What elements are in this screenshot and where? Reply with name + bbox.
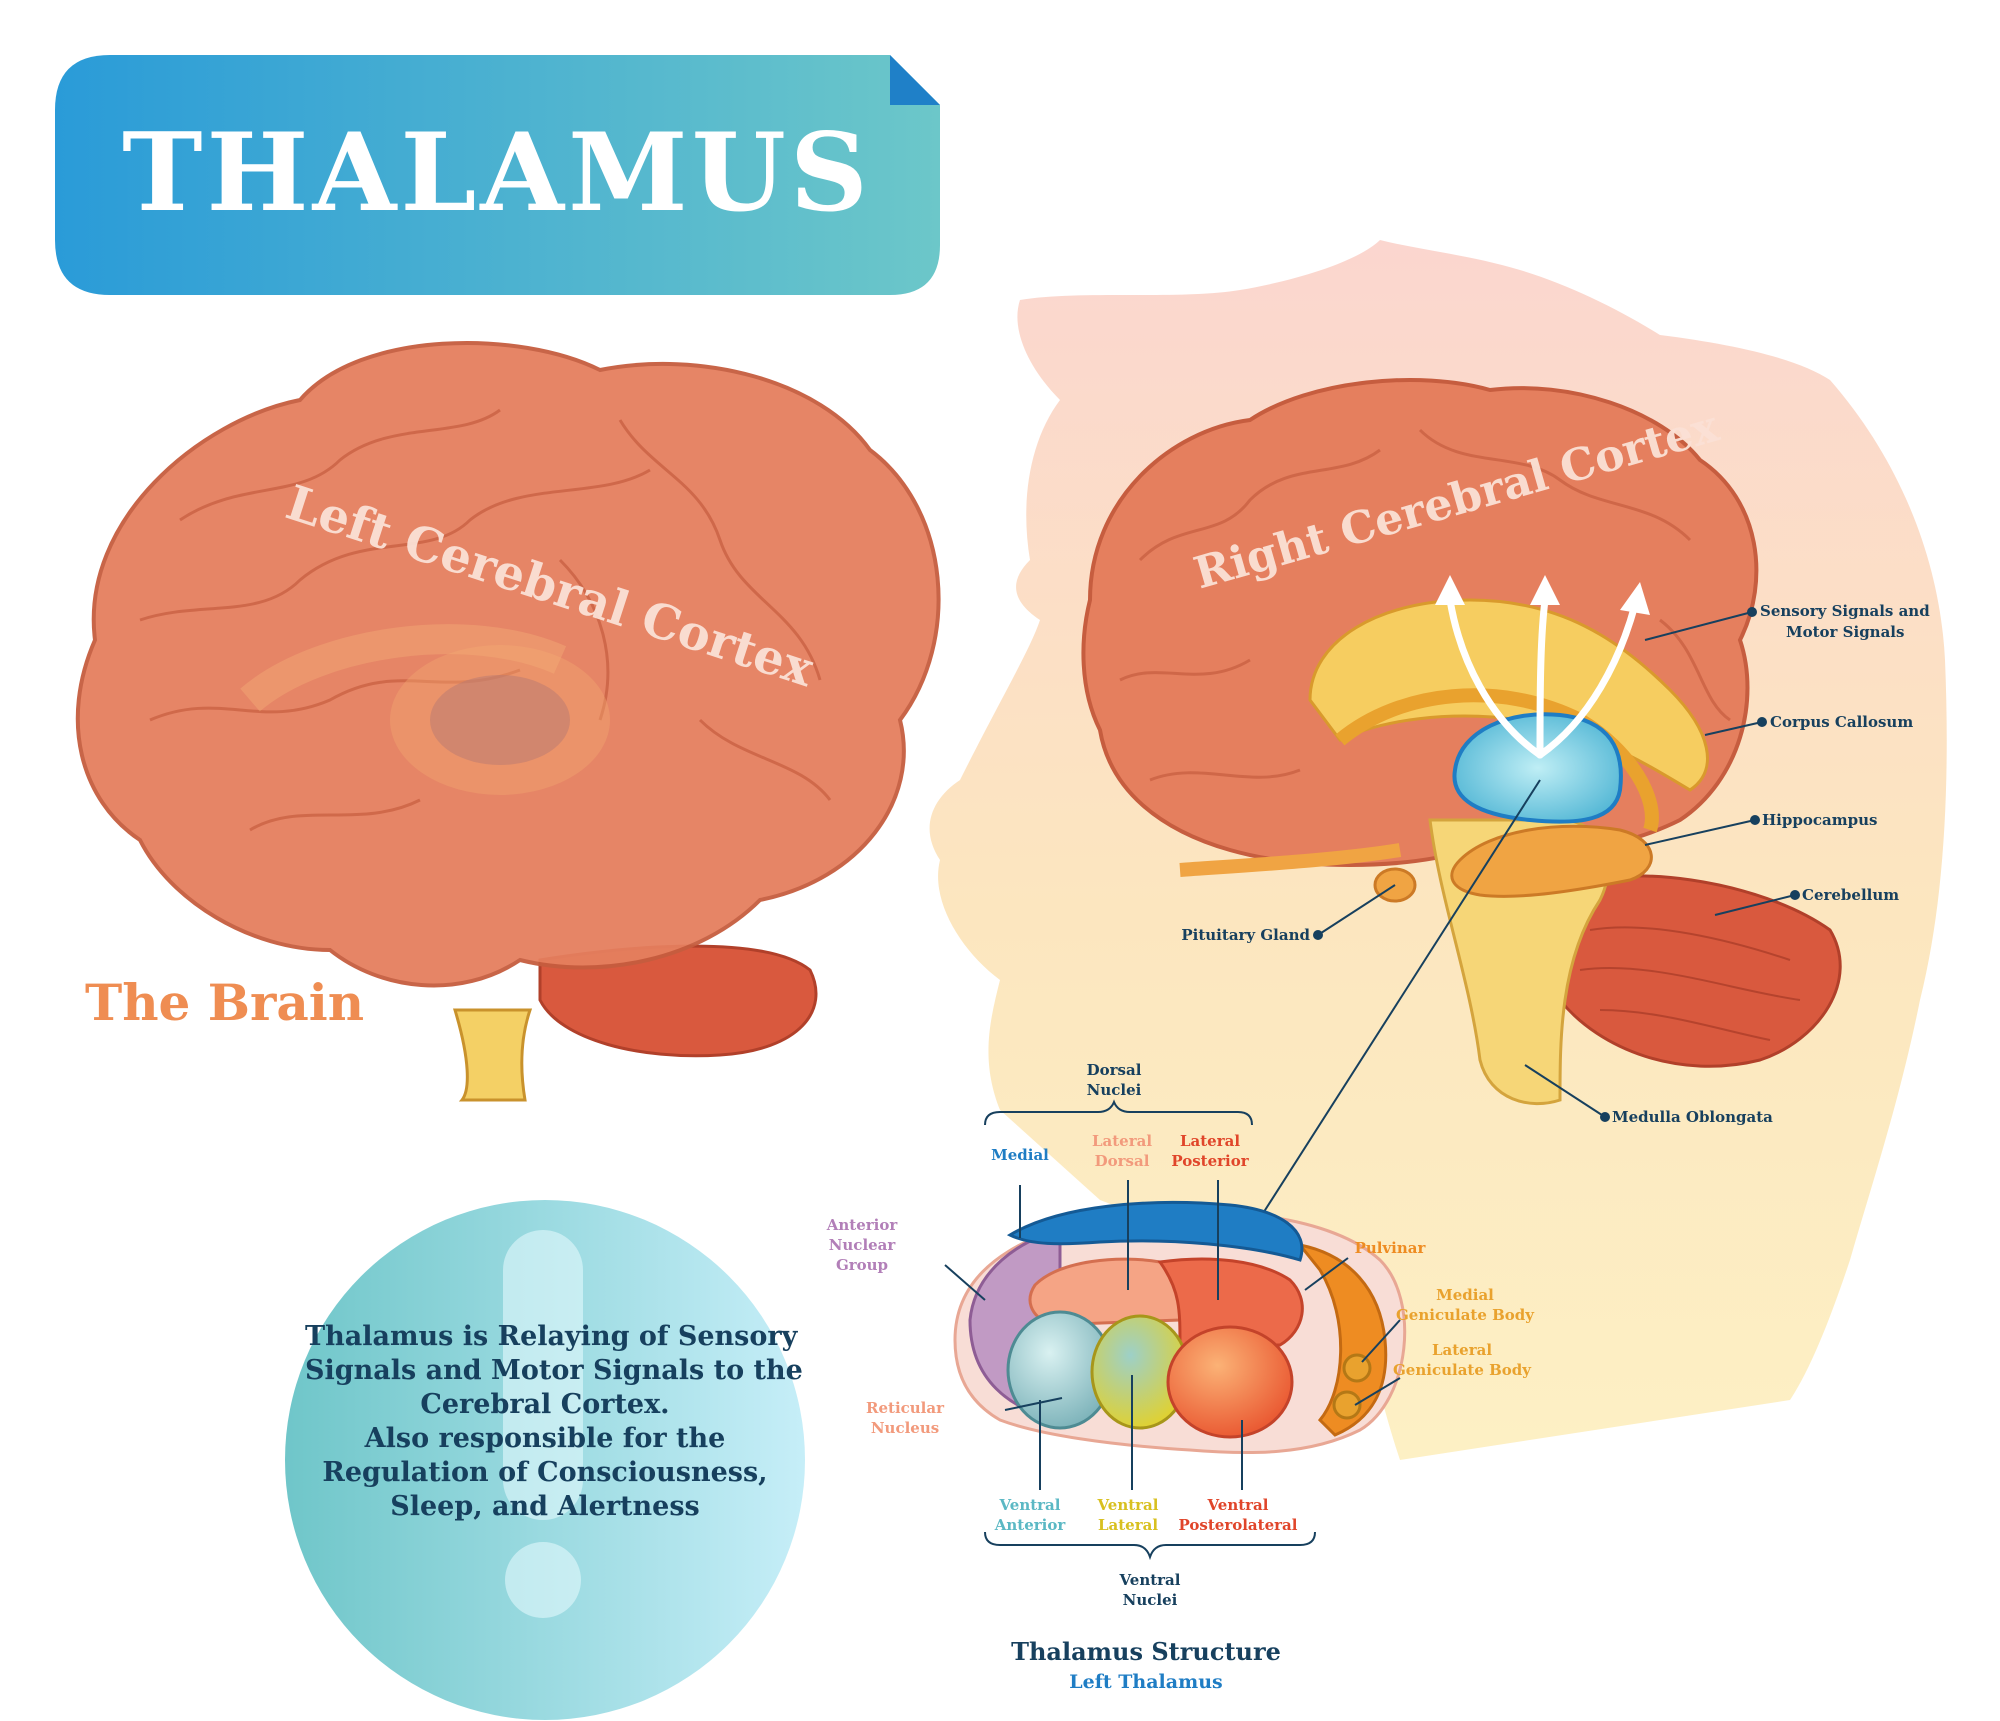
anterior-nuclear-group-label-line3: Group (836, 1256, 888, 1274)
reticular-nucleus-label-line1: Reticular (866, 1399, 945, 1417)
info-line: Cerebral Cortex. (420, 1389, 670, 1420)
ventral-lateral-label-line2: Lateral (1098, 1516, 1158, 1534)
lateral-dorsal-label-line1: Lateral (1092, 1132, 1152, 1150)
pulvinar-label: Pulvinar (1355, 1239, 1427, 1257)
sensory-signals-label-line2: Motor Signals (1786, 623, 1904, 641)
lateral-posterior-label-line1: Lateral (1180, 1132, 1240, 1150)
ventral-nuclei-label-line2: Nuclei (1123, 1591, 1178, 1609)
cerebellum-label: Cerebellum (1802, 886, 1899, 904)
anterior-nuclear-group-label-line1: Anterior (826, 1216, 899, 1234)
brain-caption: The Brain (85, 973, 364, 1032)
lateral-posterior-label-line2: Posterior (1171, 1152, 1249, 1170)
thalamus-structure-diagram (953, 1201, 1407, 1455)
info-line: Regulation of Consciousness, (322, 1457, 768, 1488)
info-circle (285, 1200, 805, 1720)
lateral-dorsal-label-line2: Dorsal (1095, 1152, 1150, 1170)
structure-leaders (944, 1099, 1401, 1561)
ventral-nuclei-label-line1: Ventral (1119, 1571, 1181, 1589)
ventral-anterior-label-line2: Anterior (994, 1516, 1067, 1534)
dorsal-nuclei-label-line1: Dorsal (1087, 1061, 1142, 1079)
structure-subtitle: Left Thalamus (1069, 1671, 1222, 1693)
title-banner: THALAMUS (55, 55, 940, 295)
lateral-geniculate-label-line2: Geniculate Body (1393, 1361, 1532, 1379)
reticular-nucleus-label-line2: Nucleus (871, 1419, 939, 1437)
sensory-signals-label-line1: Sensory Signals and (1760, 602, 1930, 620)
medial-label: Medial (991, 1146, 1049, 1164)
info-description: Thalamus is Relaying of Sensory Signals … (305, 1320, 803, 1524)
ventral-posterolateral-label-line1: Ventral (1207, 1496, 1269, 1514)
page-title: THALAMUS (122, 110, 872, 236)
medulla-oblongata-label: Medulla Oblongata (1612, 1108, 1773, 1126)
corpus-callosum-label: Corpus Callosum (1770, 713, 1913, 731)
info-line: Sleep, and Alertness (390, 1491, 700, 1522)
medial-geniculate-label-line1: Medial (1436, 1286, 1494, 1304)
structure-title: Thalamus Structure (1011, 1637, 1281, 1666)
info-line: Signals and Motor Signals to the (305, 1355, 803, 1386)
info-line: Also responsible for the (364, 1423, 726, 1454)
right-brain-illustration: Right Cerebral Cortex (1081, 378, 1842, 1106)
pituitary-gland-label: Pituitary Gland (1181, 926, 1310, 944)
ventral-posterolateral-label-line2: Posterolateral (1179, 1516, 1298, 1534)
anterior-nuclear-group-label-line2: Nuclear (829, 1236, 897, 1254)
medial-geniculate-label-line2: Geniculate Body (1396, 1306, 1535, 1324)
lateral-geniculate-label-line1: Lateral (1432, 1341, 1492, 1359)
ventral-anterior-label-line1: Ventral (999, 1496, 1061, 1514)
info-line: Thalamus is Relaying of Sensory (305, 1321, 798, 1352)
dorsal-nuclei-label-line2: Nuclei (1087, 1081, 1142, 1099)
ventral-lateral-label-line1: Ventral (1097, 1496, 1159, 1514)
hippocampus-label: Hippocampus (1762, 811, 1877, 829)
left-brain-illustration: Left Cerebral Cortex (75, 340, 941, 1102)
